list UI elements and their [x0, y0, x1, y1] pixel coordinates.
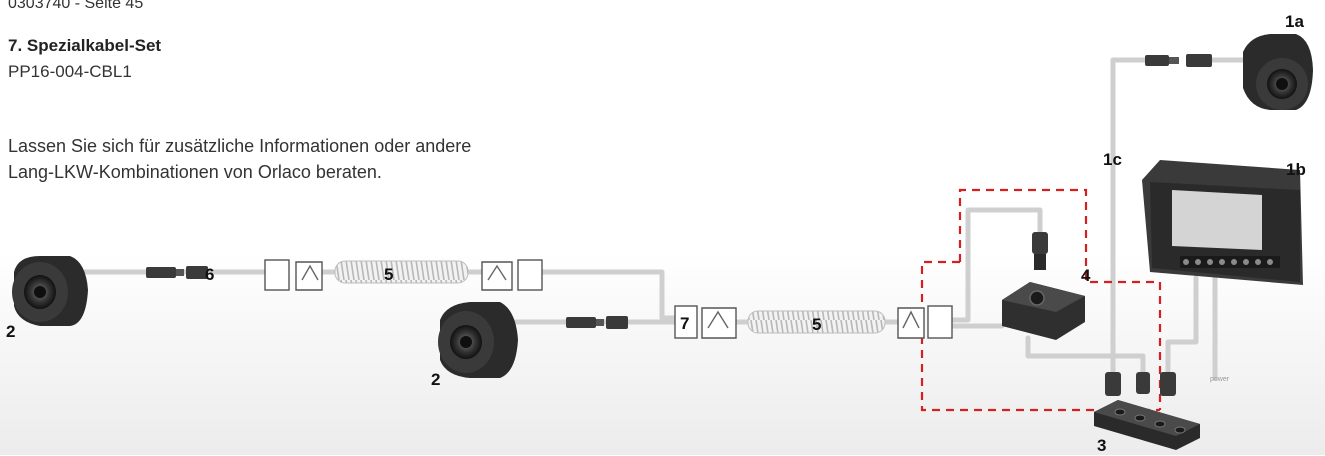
coupling-right-1-icon: [481, 259, 543, 291]
label-2-mid: 2: [431, 370, 441, 389]
coupling-right-2-icon: [897, 305, 953, 339]
label-4: 4: [1081, 266, 1091, 285]
section-title: 7. Spezialkabel-Set: [8, 36, 162, 55]
power-cable-label: power: [1210, 376, 1230, 383]
camera-2-left-icon: [12, 256, 88, 326]
note-line-1: Lassen Sie sich für zusätzliche Informat…: [8, 136, 472, 156]
monitor-icon: [1142, 160, 1303, 285]
label-3: 3: [1097, 436, 1107, 455]
coupling-left-1-icon: [264, 259, 323, 291]
junction-box-icon: [1094, 400, 1200, 450]
coupling-7-icon: [674, 305, 737, 339]
label-2-left: 2: [6, 322, 16, 341]
connector-3-icon: [1105, 372, 1176, 396]
connector-1a-icon: [1145, 54, 1212, 67]
label-6: 6: [205, 265, 215, 284]
camera-1a-icon: [1243, 34, 1313, 110]
connector-6-icon: [146, 266, 208, 279]
label-1a: 1a: [1285, 12, 1304, 31]
camera-2-mid-icon: [438, 302, 518, 378]
page-reference: 0303740 - Seite 45: [8, 0, 144, 12]
label-7: 7: [680, 314, 690, 333]
label-1c: 1c: [1103, 150, 1122, 169]
connector-4-top-icon: [1032, 232, 1048, 270]
connector-mid-icon: [566, 316, 628, 329]
splitter-box-icon: [1002, 282, 1085, 340]
label-5-upper: 5: [384, 265, 394, 284]
spiral-cable-2-icon: [747, 310, 886, 334]
label-5-lower: 5: [812, 315, 822, 334]
label-1b: 1b: [1286, 160, 1306, 179]
part-number: PP16-004-CBL1: [8, 62, 132, 81]
spiral-cable-1-icon: [334, 260, 469, 284]
note-line-2: Lang-LKW-Kombinationen von Orlaco berate…: [8, 162, 382, 182]
